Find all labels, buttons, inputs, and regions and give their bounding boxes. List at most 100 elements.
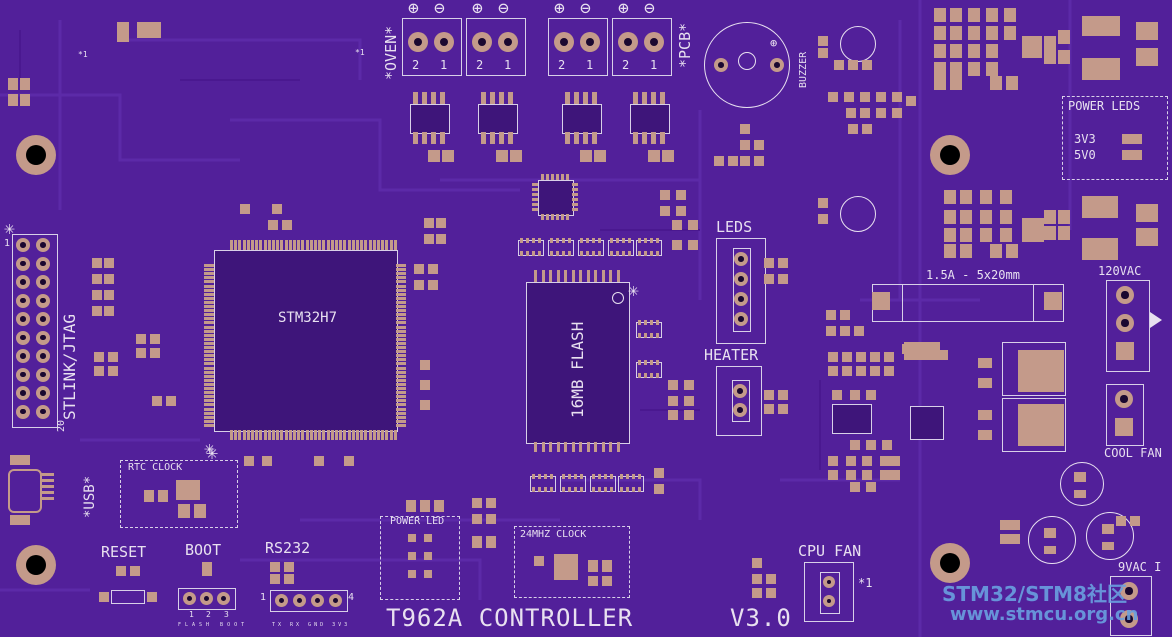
soic-pad	[413, 92, 418, 104]
leds-label: LEDS	[716, 218, 753, 236]
mcu-pin-left	[204, 296, 214, 300]
soic-pad	[413, 132, 418, 144]
cap-pad	[594, 150, 606, 162]
passive-pad	[1130, 516, 1140, 526]
asterisk-marker: ✳	[628, 280, 639, 301]
passive-pad	[870, 366, 880, 376]
component-pad	[20, 78, 30, 90]
jtag-pin	[16, 238, 30, 252]
mcu-pin-bottom	[322, 430, 326, 440]
terminal-pin-2: 2	[558, 58, 566, 72]
resistor-array-pad	[650, 251, 653, 256]
passive-pad	[1006, 76, 1018, 90]
inductor-pad	[1136, 228, 1158, 246]
cap-pad	[1102, 524, 1114, 534]
boot-pin-2: 2	[206, 610, 211, 619]
buzzer	[704, 22, 790, 108]
jtag-pin	[16, 275, 30, 289]
mcu-pin-left	[204, 407, 214, 411]
rtc-clock-box	[120, 460, 238, 528]
mcu-pin-top	[339, 240, 343, 250]
jtag-pin	[36, 312, 50, 326]
passive-pad	[890, 470, 900, 480]
mcu-pin-bottom	[288, 430, 292, 440]
mcu-pin-top	[360, 240, 364, 250]
flash-pin-top	[549, 270, 552, 282]
resistor-array-pad	[616, 251, 619, 256]
mcu-pin-right	[396, 309, 406, 313]
resistor-array-pad	[610, 474, 613, 479]
mcu-pin-bottom	[272, 430, 275, 440]
resistor-array-pad	[598, 487, 601, 492]
ac-9-label: 9VAC I	[1118, 560, 1162, 574]
soic-pad	[508, 92, 513, 104]
cool-fan-pin-1	[1115, 390, 1133, 408]
cpu-fan-connector[interactable]	[804, 562, 854, 622]
resistor-array-pad	[644, 320, 647, 325]
passive-pad	[990, 244, 1002, 258]
mcu-pin-left	[204, 329, 214, 333]
mcu-pin-bottom	[360, 430, 364, 440]
rs232-pin-names: TX RX GND 3V3	[272, 622, 351, 628]
passive-pad	[986, 44, 998, 58]
passive-pad	[764, 404, 774, 414]
resistor-array-pad	[610, 238, 613, 243]
power-led-label: POWER LED	[390, 516, 445, 527]
resistor-array	[548, 240, 574, 256]
mcu-pin-right	[396, 387, 406, 390]
resistor-array-pad	[556, 251, 559, 256]
mcu-pin-right	[396, 317, 406, 321]
triac-2	[1018, 404, 1064, 446]
mcu-pin-left	[204, 292, 214, 296]
passive-pad	[778, 404, 788, 414]
cap-pad	[1044, 546, 1056, 554]
boot-jumper[interactable]	[178, 588, 236, 610]
passive-pad	[414, 280, 424, 290]
passive-pad	[828, 366, 838, 376]
resistor-array-pad	[656, 373, 659, 378]
mcu-pin-top	[381, 240, 385, 250]
jtag-pin	[16, 293, 30, 308]
passive-pad	[108, 366, 118, 376]
component-pad	[434, 500, 444, 512]
watermark-line-2: www.stmcu.org.cn	[950, 604, 1139, 625]
resistor-array-pad	[598, 251, 601, 256]
triac-pad	[978, 378, 992, 388]
component-pad	[116, 566, 126, 576]
triac-outline-2	[1002, 398, 1066, 452]
regulator-tab	[1082, 196, 1118, 218]
jtag-pin	[36, 386, 50, 400]
passive-pad	[934, 26, 946, 40]
terminal-pin	[554, 32, 574, 52]
mcu-pin-right	[396, 366, 406, 370]
rs232-header[interactable]	[270, 590, 348, 612]
resistor-array-pad	[610, 251, 613, 256]
mcu-pin-top	[263, 240, 267, 250]
passive-pad	[950, 8, 962, 22]
cap-pad	[442, 150, 454, 162]
mcu-pin-right	[396, 374, 406, 378]
passive-pad	[818, 214, 828, 224]
passive-pad	[754, 140, 764, 150]
resistor-array-pad	[656, 320, 659, 325]
mcu-pin-right	[396, 415, 406, 419]
flash-pin-top	[594, 270, 597, 282]
passive-pad	[986, 62, 998, 76]
qfn-pin	[532, 203, 538, 206]
passive-pad	[960, 228, 972, 242]
mcu-pin-top	[351, 240, 355, 250]
mcu-pin-bottom	[259, 430, 263, 440]
reset-button[interactable]	[99, 586, 157, 608]
mcu-pin-top	[288, 240, 292, 250]
soic-pad	[440, 132, 445, 144]
usb-connector	[4, 455, 54, 525]
passive-pad	[960, 210, 972, 224]
resistor-array-pad	[544, 474, 547, 479]
qfn-pin	[566, 214, 569, 220]
ic-pad	[1022, 218, 1044, 242]
passive-pad	[882, 440, 892, 450]
resistor-array-pad	[550, 251, 553, 256]
mcu-pin1-marker: ✳	[204, 438, 215, 459]
mcu-pin-right	[396, 350, 406, 354]
passive-pad	[944, 228, 956, 242]
